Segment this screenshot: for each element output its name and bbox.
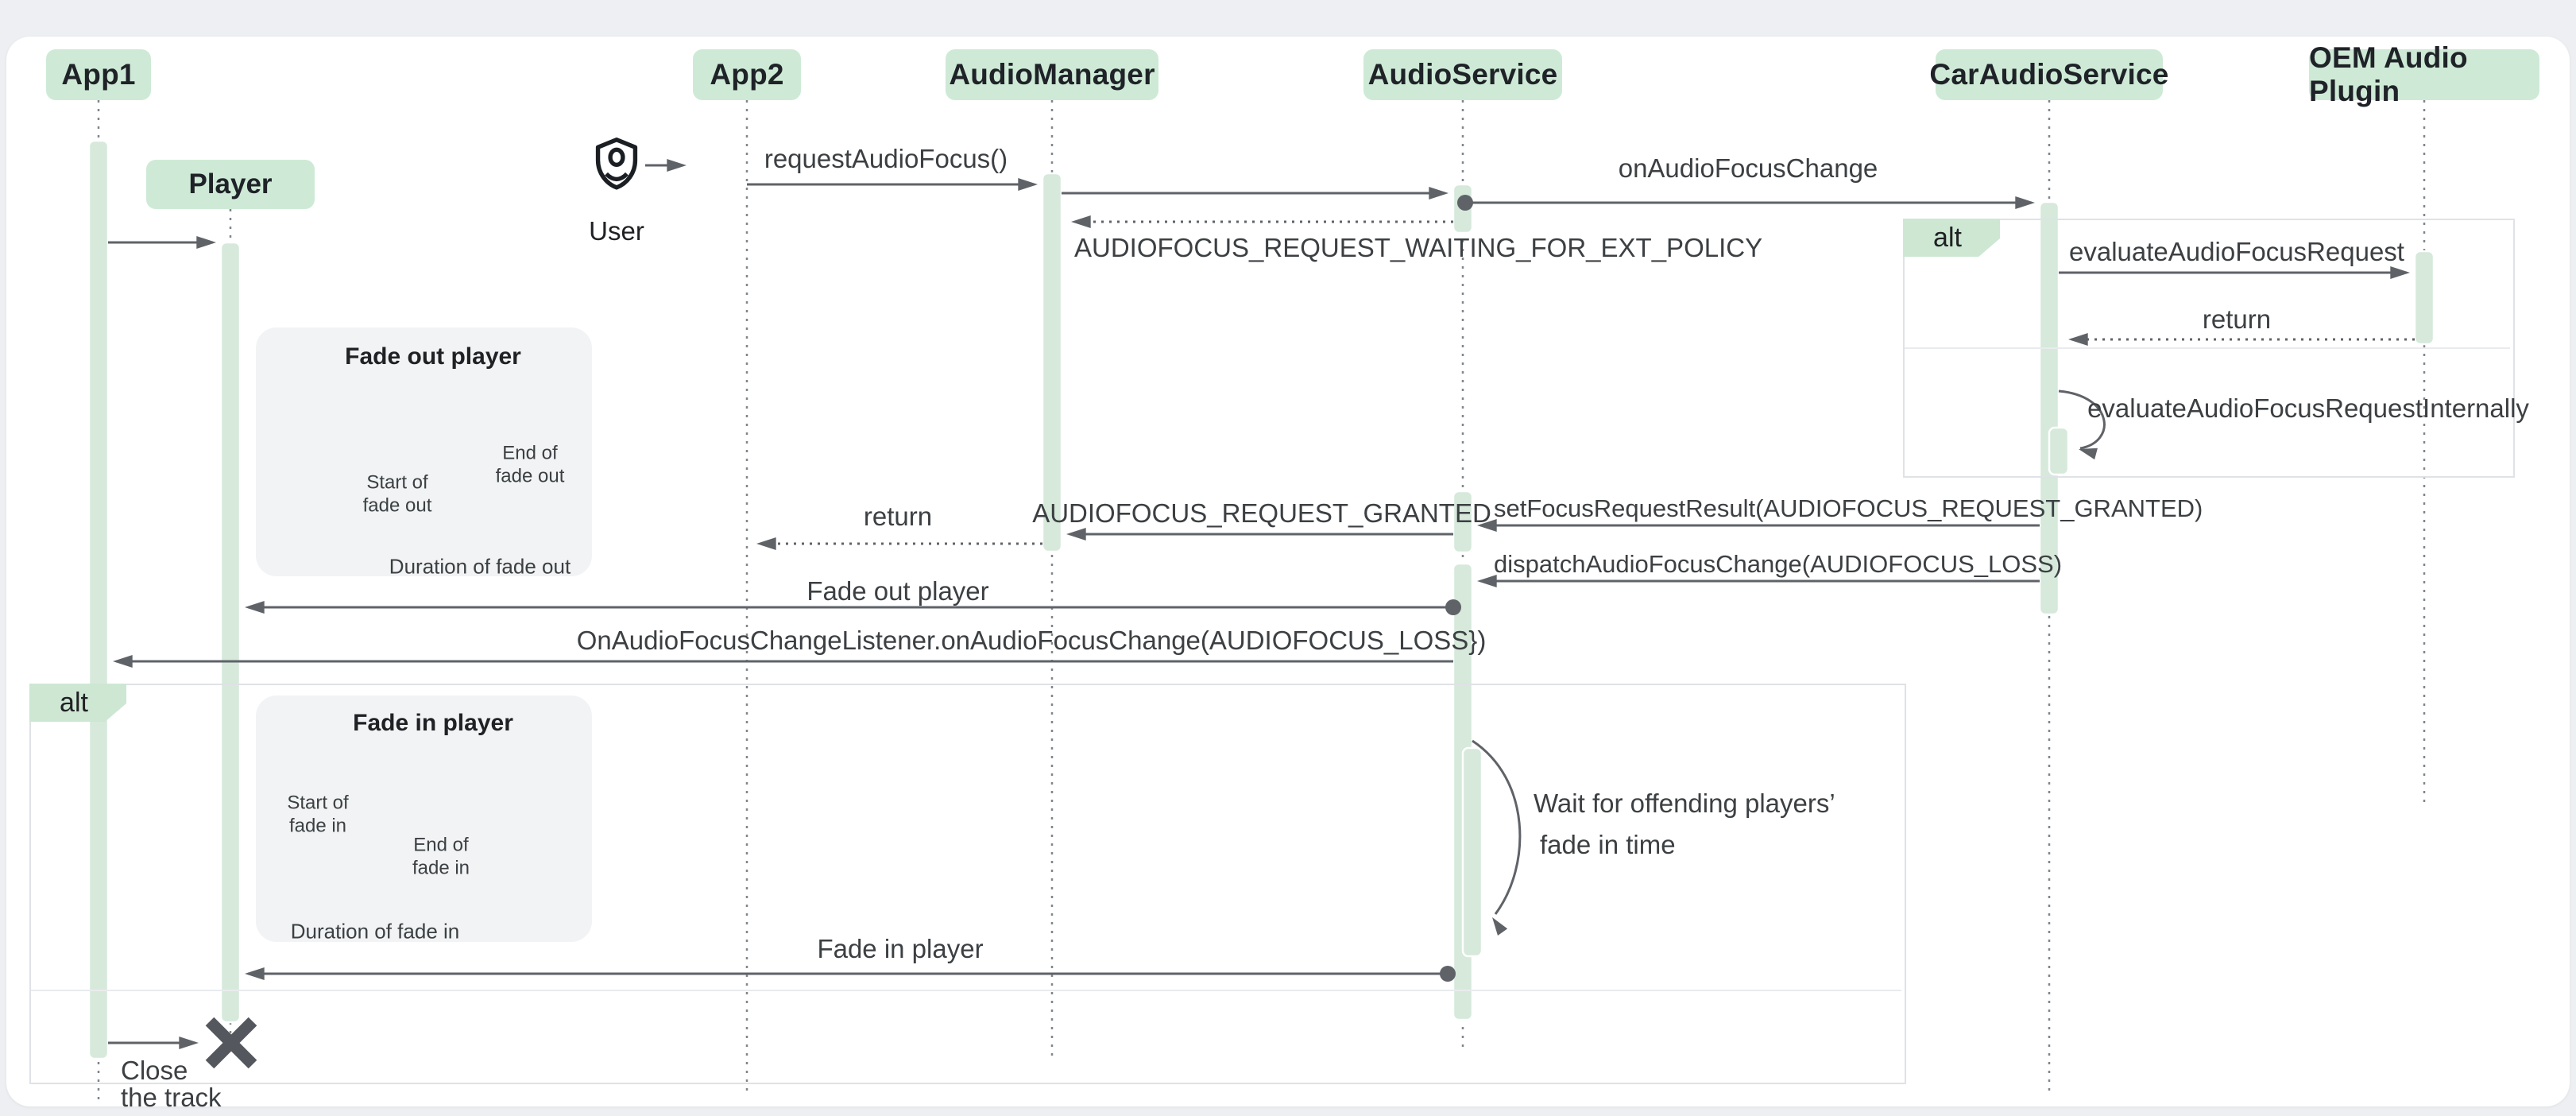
dot-on-audio-focus-change: [1457, 195, 1473, 211]
message-close-line2: the track: [121, 1083, 222, 1112]
arrowhead: [2068, 332, 2088, 347]
activation-player: [219, 241, 242, 1024]
actor-caraudioservice: CarAudioService: [1929, 49, 2168, 100]
arrowhead: [1477, 518, 1497, 533]
arrowhead: [1477, 574, 1497, 588]
activation-audioservice-nested: [1461, 746, 1483, 958]
message-evaluate-internally: evaluateAudioFocusRequestInternally: [2087, 393, 2529, 423]
user-icon: [586, 134, 647, 197]
actor-app2: App2: [693, 49, 801, 100]
fade-in-note-title: Fade in player: [353, 710, 513, 736]
arrowhead: [1018, 177, 1038, 192]
message-on-change-listener: OnAudioFocusChangeListener.onAudioFocusC…: [576, 626, 1487, 655]
fade-out-duration-label: Duration of fade out: [389, 554, 571, 579]
dot-fade-in-player: [1440, 966, 1456, 982]
actor-app1: App1: [46, 49, 151, 100]
message-evaluate-return: return: [2202, 304, 2272, 334]
fade-out-end-label: End of fade out: [495, 442, 565, 487]
actor-oem-audio-plugin: OEM Audio Plugin: [2309, 41, 2539, 107]
activation-audiomanager: [1041, 172, 1063, 553]
wait-note-line1: Wait for offending players’: [1534, 789, 1835, 818]
arrowhead: [667, 158, 687, 172]
alt-fragment-fade: [29, 684, 1906, 1084]
activation-caraudioservice-nested: [2048, 426, 2070, 476]
fade-out-note-title: Fade out player: [345, 343, 521, 370]
fade-out-start-label: Start of fade out: [362, 471, 432, 517]
user-name: User: [589, 216, 644, 246]
actor-player: Player: [146, 160, 315, 209]
arrowhead: [1071, 215, 1091, 229]
arrowhead: [1492, 917, 1508, 936]
alt-label-fade: alt: [29, 684, 126, 722]
message-set-focus-result: setFocusRequestResult(AUDIOFOCUS_REQUEST…: [1494, 494, 2203, 522]
activation-app1: [87, 139, 110, 1060]
activation-caraudioservice: [2038, 200, 2060, 616]
alt-operator-text: alt: [1933, 222, 1962, 253]
actor-audiomanager: AudioManager: [946, 49, 1158, 100]
alt-label-evaluate: alt: [1903, 219, 2000, 257]
arrowhead: [196, 235, 216, 250]
arrowhead: [113, 654, 133, 668]
arrowhead: [2015, 196, 2035, 210]
fade-in-note: [256, 696, 592, 942]
message-close-line1: Close: [121, 1056, 188, 1085]
arrowhead: [2079, 448, 2098, 460]
message-granted-return: return: [863, 502, 933, 531]
wait-note-line2: fade in time: [1540, 830, 1676, 859]
dot-fade-out-player: [1445, 599, 1461, 615]
fade-in-end-label: End of fade in: [412, 834, 470, 879]
arrowhead: [2390, 265, 2410, 280]
arrowhead: [1066, 527, 1086, 541]
fade-in-duration-label: Duration of fade in: [290, 919, 460, 944]
activation-oem: [2413, 250, 2435, 346]
message-fade-out-player: Fade out player: [806, 576, 989, 606]
fade-out-note: [256, 327, 592, 576]
arc-wait-fade-in: [1472, 739, 1522, 915]
destroy-x-icon: [205, 1017, 257, 1069]
arrowhead: [1429, 186, 1449, 200]
message-evaluate-request: evaluateAudioFocusRequest: [2069, 237, 2404, 266]
arrowhead: [245, 600, 265, 614]
alt-fragment-evaluate: [1903, 219, 2515, 478]
actor-audioservice: AudioService: [1363, 49, 1562, 100]
arrowhead: [245, 967, 265, 981]
alt-fragment-fade-divider: [31, 990, 1901, 991]
alt-operator-text: alt: [60, 687, 88, 718]
message-request-granted: AUDIOFOCUS_REQUEST_GRANTED: [1032, 498, 1491, 528]
arrowhead: [179, 1036, 199, 1050]
alt-fragment-evaluate-divider: [1905, 347, 2510, 349]
fade-in-start-label: Start of fade in: [287, 792, 349, 837]
message-waiting-ext-policy: AUDIOFOCUS_REQUEST_WAITING_FOR_EXT_POLIC…: [1074, 233, 1763, 262]
message-fade-in-player: Fade in player: [817, 934, 984, 963]
arc-evaluate-internally: [2058, 389, 2106, 450]
activation-audioservice-2: [1452, 490, 1474, 554]
arrowhead: [756, 537, 776, 551]
message-request-audio-focus: requestAudioFocus(): [764, 144, 1008, 173]
message-on-audio-focus-change: onAudioFocusChange: [1618, 153, 1878, 183]
message-dispatch-change: dispatchAudioFocusChange(AUDIOFOCUS_LOSS…: [1494, 550, 2063, 578]
